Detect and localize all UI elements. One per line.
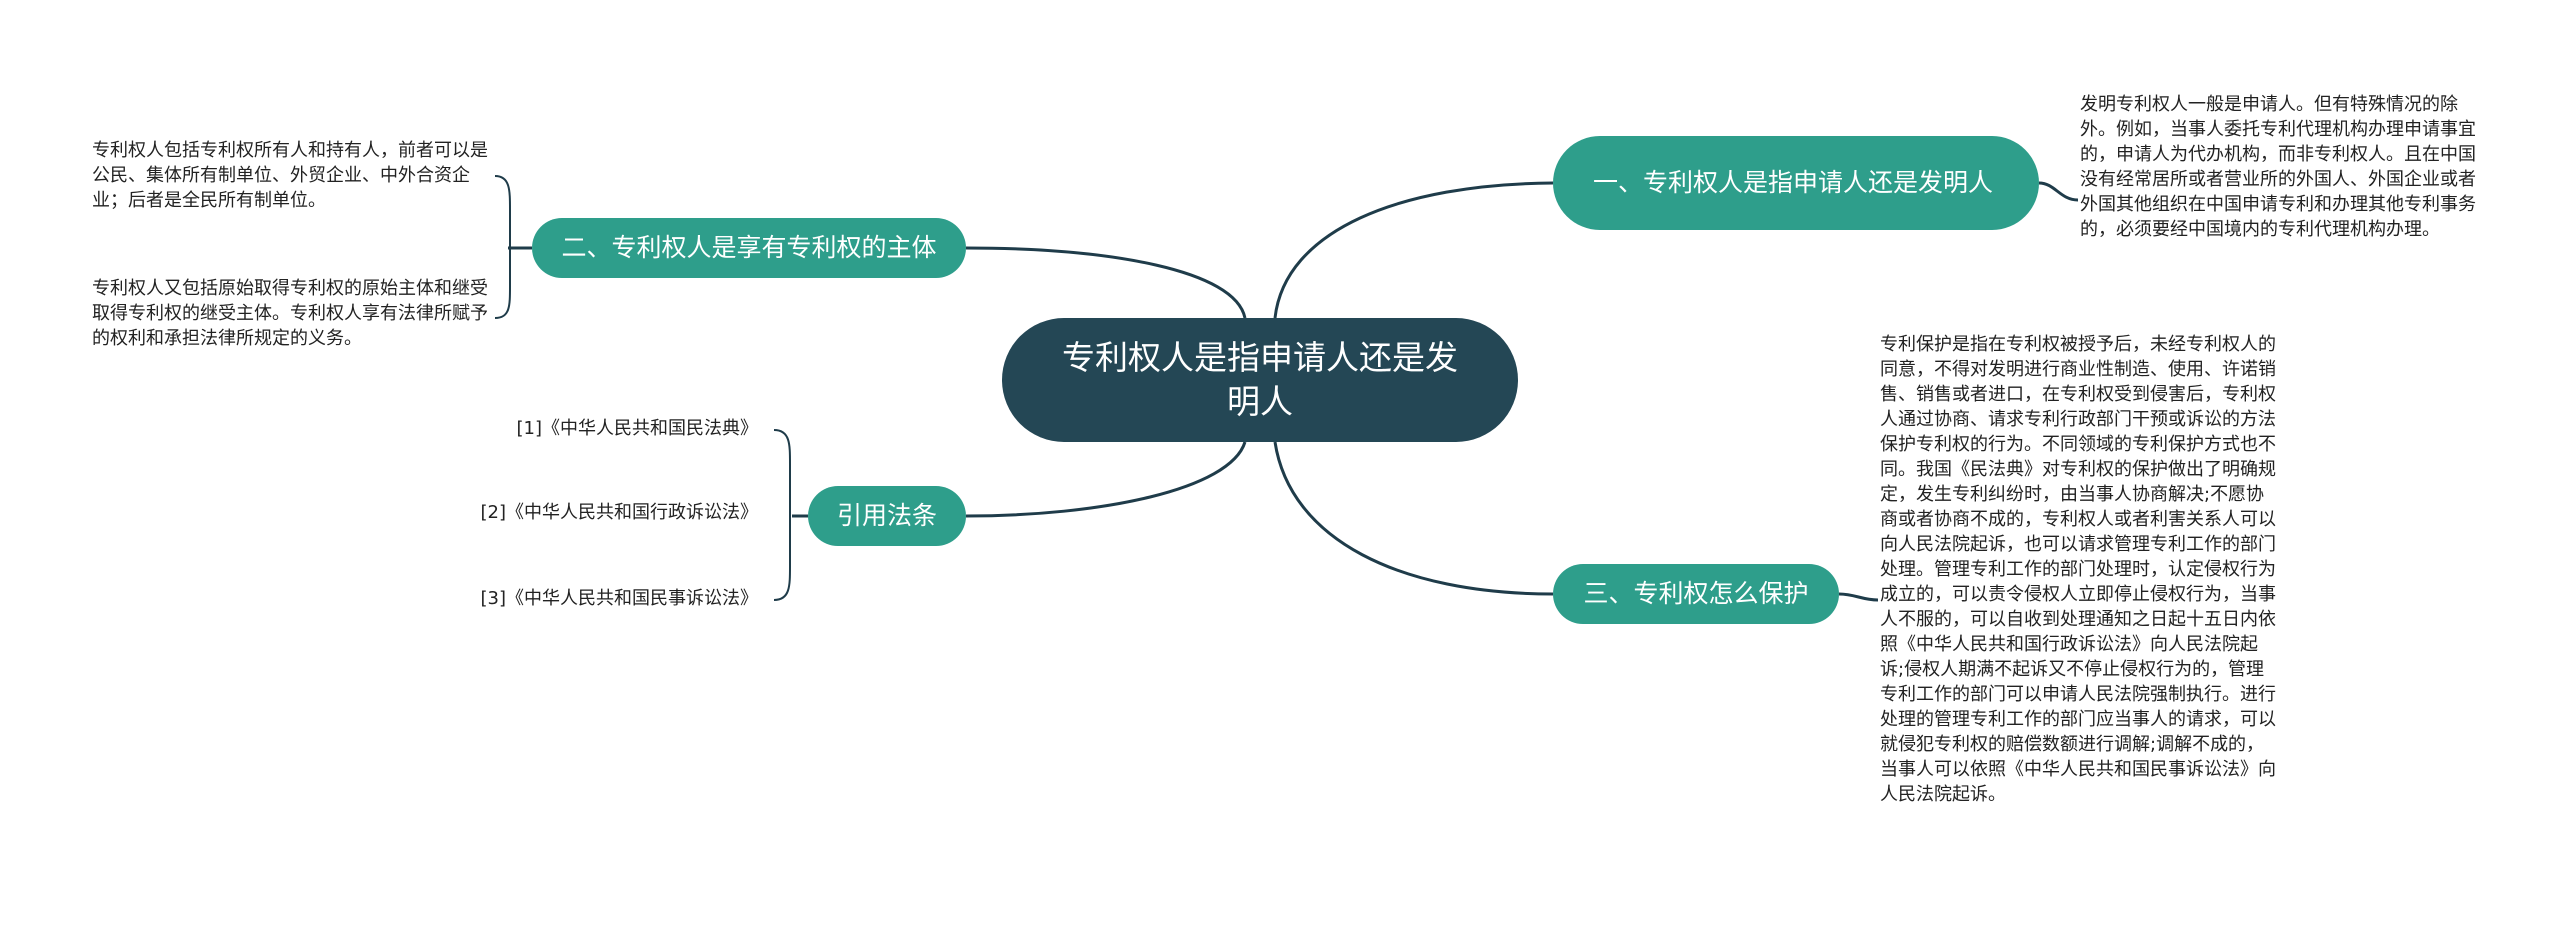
branch-1-label: 一、专利权人是指申请人还是发明人: [1593, 168, 1994, 197]
branch-3-label: 三、专利权怎么保护: [1583, 579, 1809, 608]
branch-2-label: 二、专利权人是享有专利权的主体: [561, 233, 937, 262]
connector-root-branch-1: [1273, 181, 1554, 319]
branch-2-leaf-2: 专利权人又包括原始取得专利权的原始主体和继受取得专利权的继受主体。专利权人享有法…: [92, 278, 488, 349]
connector-root-branch-3: [1273, 441, 1554, 596]
branch-node-4[interactable]: 引用法条: [808, 486, 966, 546]
connector-root-branch-4: [965, 441, 1247, 518]
mindmap-root-node[interactable]: 专利权人是指申请人还是发明人: [1002, 318, 1518, 442]
branch-node-1[interactable]: 一、专利权人是指申请人还是发明人: [1553, 136, 2039, 230]
connector-root-branch-2: [965, 246, 1247, 319]
root-label: 专利权人是指申请人还是发明人: [1062, 338, 1458, 421]
branch-node-3[interactable]: 三、专利权怎么保护: [1553, 564, 1839, 624]
connector-branch-3-leaf: [1838, 592, 1879, 602]
branch-4-label: 引用法条: [836, 501, 937, 530]
brace-branch-2: [494, 175, 511, 319]
connector-branch-1-leaf: [2038, 181, 2079, 202]
branch-node-2[interactable]: 二、专利权人是享有专利权的主体: [532, 218, 966, 278]
reference-item-3: [3]《中华人民共和国民事诉讼法》: [480, 588, 759, 609]
reference-item-2: [2]《中华人民共和国行政诉讼法》: [480, 502, 759, 523]
reference-item-1: [1]《中华人民共和国民法典》: [516, 418, 759, 439]
branch-3-leaf: 专利保护是指在专利权被授予后，未经专利权人的同意，不得对发明进行商业性制造、使用…: [1880, 334, 2276, 805]
branch-2-leaf-1: 专利权人包括专利权所有人和持有人，前者可以是公民、集体所有制单位、外贸企业、中外…: [92, 140, 488, 211]
branch-1-leaf: 发明专利权人一般是申请人。但有特殊情况的除外。例如，当事人委托专利代理机构办理申…: [2080, 94, 2476, 240]
brace-branch-4: [773, 429, 791, 601]
